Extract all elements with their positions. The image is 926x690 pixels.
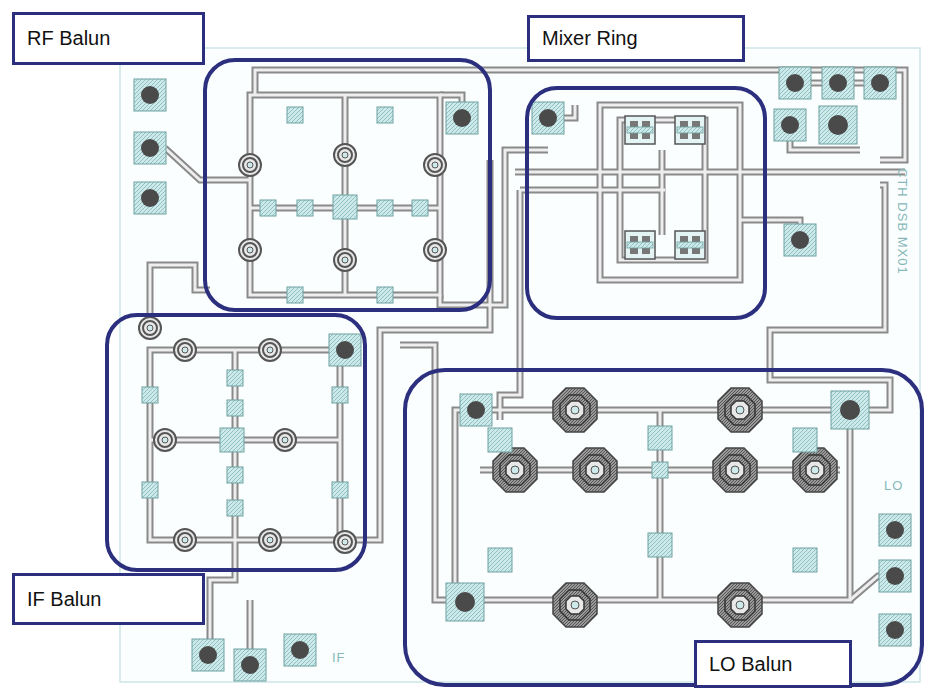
region-outline bbox=[405, 370, 922, 685]
bond-pad bbox=[234, 649, 266, 681]
spiral-inductor bbox=[553, 583, 597, 627]
spiral-inductor bbox=[718, 388, 762, 432]
spiral-inductor bbox=[334, 531, 356, 553]
capacitor bbox=[648, 426, 672, 450]
capacitor bbox=[287, 107, 303, 123]
capacitor bbox=[648, 533, 672, 557]
spiral-inductor bbox=[139, 317, 161, 339]
capacitor bbox=[227, 370, 243, 386]
region-label-box: Mixer Ring bbox=[527, 15, 745, 62]
capacitor bbox=[332, 387, 348, 403]
chip-marking: LO bbox=[884, 478, 903, 493]
capacitor bbox=[333, 195, 357, 219]
mixer-ring-parts bbox=[532, 102, 816, 259]
chip-marking: IF bbox=[332, 650, 346, 665]
capacitor bbox=[227, 400, 243, 416]
bond-pad bbox=[819, 106, 857, 144]
capacitor bbox=[220, 428, 244, 452]
region-label-box: RF Balun bbox=[12, 12, 205, 65]
chip-outline bbox=[120, 48, 920, 682]
bond-pad bbox=[879, 514, 911, 546]
bond-pad bbox=[134, 79, 166, 111]
spiral-inductor bbox=[274, 429, 296, 451]
rf-balun-parts bbox=[239, 102, 478, 303]
transmission-line bbox=[150, 70, 905, 665]
spiral-inductor bbox=[334, 249, 356, 271]
region-outline bbox=[107, 315, 365, 570]
spiral-inductor bbox=[424, 239, 446, 261]
bond-pad bbox=[460, 394, 492, 426]
spiral-inductor bbox=[793, 448, 837, 492]
capacitor bbox=[332, 482, 348, 498]
transmission-line bbox=[150, 70, 905, 665]
capacitor bbox=[488, 428, 512, 452]
bond-pad bbox=[446, 583, 484, 621]
capacitor bbox=[652, 462, 668, 478]
bond-pad bbox=[134, 132, 166, 164]
capacitor bbox=[227, 500, 243, 516]
spiral-inductor bbox=[154, 429, 176, 451]
bond-pad bbox=[532, 102, 564, 134]
capacitor bbox=[297, 200, 313, 216]
bond-pad bbox=[192, 639, 224, 671]
diode bbox=[625, 231, 655, 259]
region-label-box: LO Balun bbox=[694, 640, 852, 688]
bond-pad bbox=[822, 67, 854, 99]
spiral-inductor bbox=[553, 388, 597, 432]
spiral-inductor bbox=[259, 529, 281, 551]
bond-pad bbox=[879, 560, 911, 592]
bond-pad bbox=[784, 224, 816, 256]
capacitor bbox=[377, 287, 393, 303]
bond-pad bbox=[329, 334, 361, 366]
capacitor bbox=[142, 387, 158, 403]
spiral-inductor bbox=[239, 154, 261, 176]
capacitor bbox=[227, 467, 243, 483]
bond-pad bbox=[779, 67, 811, 99]
capacitor bbox=[793, 548, 817, 572]
bond-pad bbox=[831, 391, 869, 429]
spiral-inductor bbox=[174, 529, 196, 551]
capacitor bbox=[377, 107, 393, 123]
capacitor bbox=[488, 548, 512, 572]
diode bbox=[675, 231, 705, 259]
region-label-box: IF Balun bbox=[12, 573, 205, 625]
diode bbox=[625, 116, 655, 144]
region-outline bbox=[205, 60, 490, 310]
spiral-inductor bbox=[493, 448, 537, 492]
spiral-inductor bbox=[718, 583, 762, 627]
if-balun-parts bbox=[139, 317, 361, 553]
bond-pad bbox=[774, 109, 806, 141]
lo-balun-parts bbox=[446, 388, 869, 627]
capacitor bbox=[260, 200, 276, 216]
spiral-inductor bbox=[573, 448, 617, 492]
capacitor bbox=[412, 200, 428, 216]
region-name: RF Balun bbox=[15, 27, 110, 50]
capacitor bbox=[377, 200, 393, 216]
bond-pad bbox=[134, 182, 166, 214]
bond-pad bbox=[879, 614, 911, 646]
region-name: LO Balun bbox=[697, 653, 792, 676]
bond-pads bbox=[134, 67, 911, 681]
region-name: Mixer Ring bbox=[530, 27, 638, 50]
chip-marking: CTH DSB MX01 bbox=[895, 168, 910, 275]
spiral-inductor bbox=[424, 154, 446, 176]
region-outline bbox=[527, 88, 765, 318]
capacitor bbox=[287, 287, 303, 303]
spiral-inductor bbox=[259, 339, 281, 361]
region-name: IF Balun bbox=[15, 588, 101, 611]
spiral-inductor bbox=[713, 448, 757, 492]
spiral-inductor bbox=[239, 239, 261, 261]
spiral-inductor bbox=[174, 339, 196, 361]
capacitor bbox=[793, 428, 817, 452]
spiral-inductor bbox=[334, 144, 356, 166]
region-outline bbox=[107, 60, 922, 685]
diode bbox=[675, 116, 705, 144]
bond-pad bbox=[284, 634, 316, 666]
bond-pad bbox=[864, 67, 896, 99]
capacitor bbox=[142, 482, 158, 498]
bond-pad bbox=[446, 102, 478, 134]
